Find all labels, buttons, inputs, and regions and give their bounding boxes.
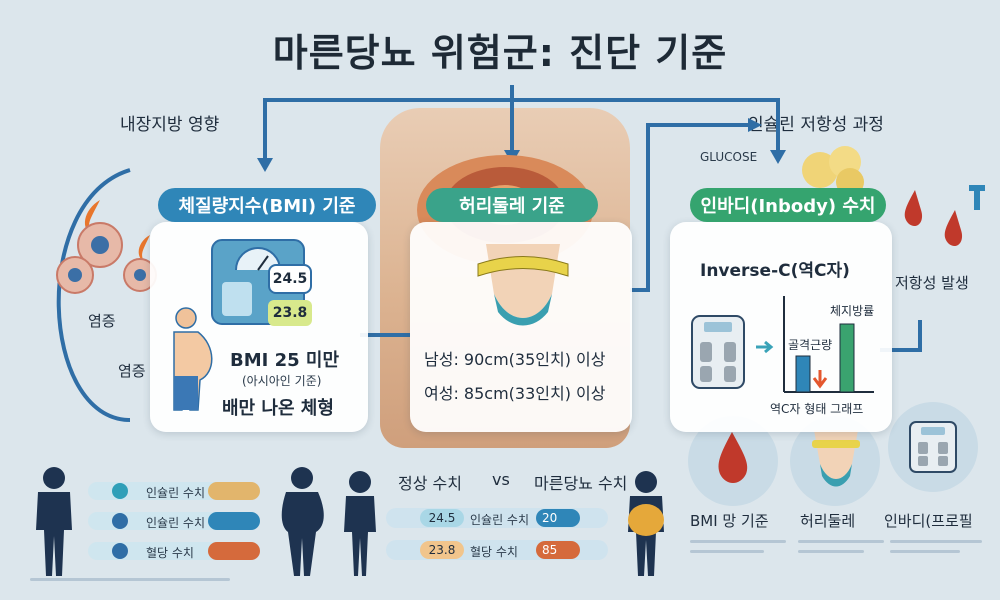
bmi-card: 24.5 23.8 BMI 25 미만 (아시아인 기준) 배만 나온 체형 [150, 222, 368, 432]
bottom-item-inbody: 인바디(프로필 [884, 512, 973, 530]
diabetic-label: 마른당뇨 수치 [534, 474, 628, 493]
inflammation-label: 염증 [88, 312, 116, 330]
diabetic-glucose-value: 85 [536, 541, 580, 559]
scale-small-icon [909, 421, 957, 473]
inflamed-cells-illustration [56, 200, 157, 294]
fat-bar-label: 체지방률 [830, 304, 875, 318]
visceral-fat-label: 내장지방 영향 [120, 115, 220, 135]
person-slim-icon [36, 467, 72, 576]
body-scale-icon [691, 315, 745, 389]
diabetic-insulin-value: 20 [536, 509, 580, 527]
compare-row-label: 인슐린 수치 [470, 513, 530, 527]
arrow-right-icon [756, 340, 774, 354]
glucose-label: GLUCOSE [700, 150, 758, 164]
bmi-note: (아시아인 기준) [242, 374, 322, 388]
inflammation-label-2: 염증 [118, 362, 146, 380]
person-diabetic-icon [628, 471, 664, 576]
resistance-label: 저항성 발생 [895, 274, 969, 292]
compare-row-label: 혈당 수치 [470, 545, 518, 559]
bottom-left-bars: 인슐린 수치 인슐린 수치 혈당 수치 [88, 482, 266, 572]
blood-drop-icon [718, 432, 748, 483]
person-belly-icon [173, 307, 213, 411]
normal-glucose-value: 23.8 [420, 541, 464, 559]
normal-label: 정상 수치 [398, 474, 462, 493]
inbody-caption: 역C자 형태 그래프 [770, 402, 864, 416]
bottom-item-waist: 허리둘레 [800, 512, 856, 530]
vs-label: vs [492, 470, 510, 489]
body-type-label: 배만 나온 체형 [222, 398, 334, 419]
bmi-criterion: BMI 25 미만 [230, 350, 340, 371]
bar-row-label: 혈당 수치 [146, 546, 194, 560]
bmi-banner: 체질량지수(BMI) 기준 [158, 188, 376, 222]
inverse-c-graph [783, 296, 874, 393]
person-normal-icon [344, 471, 376, 576]
inbody-banner: 인바디(Inbody) 수치 [690, 188, 886, 222]
waist-card: 남성: 90cm(35인치) 이상 여성: 85cm(33인치) 이상 [410, 222, 632, 432]
page-title: 마른당뇨 위험군: 진단 기준 [272, 31, 728, 75]
inbody-card: Inverse-C(역C자) 체지방률 골격근량 역C자 형태 그래프 [670, 222, 892, 432]
waist-female: 여성: 85cm(33인치) 이상 [424, 384, 606, 403]
fat-cells-illustration [802, 146, 864, 196]
waist-tape-icon [477, 244, 569, 326]
decorative-lines-left [30, 578, 270, 581]
person-belly-silhouette-icon [281, 467, 324, 576]
bar-row-label: 인슐린 수치 [146, 486, 206, 500]
compare-row: 23.8 혈당 수치 85 [386, 540, 608, 560]
inbody-circle [888, 402, 978, 492]
scale-reading-top: 24.5 [268, 264, 312, 294]
waist-male: 남성: 90cm(35인치) 이상 [424, 350, 606, 369]
inbody-heading: Inverse-C(역C자) [700, 261, 850, 281]
compare-row: 24.5 인슐린 수치 20 [386, 508, 608, 528]
normal-insulin-value: 24.5 [420, 509, 464, 527]
waist-icon [812, 430, 860, 487]
blood-drops-illustration [904, 185, 985, 247]
bottom-item-bmi: BMI 망 기준 [690, 512, 769, 530]
insulin-resistance-label: 인슐린 저항성 과정 [748, 115, 884, 135]
muscle-bar-label: 골격근량 [788, 338, 833, 352]
waist-banner: 허리둘레 기준 [426, 188, 598, 222]
scale-reading-bottom: 23.8 [268, 300, 312, 326]
bar-row-label: 인슐린 수치 [146, 516, 206, 530]
